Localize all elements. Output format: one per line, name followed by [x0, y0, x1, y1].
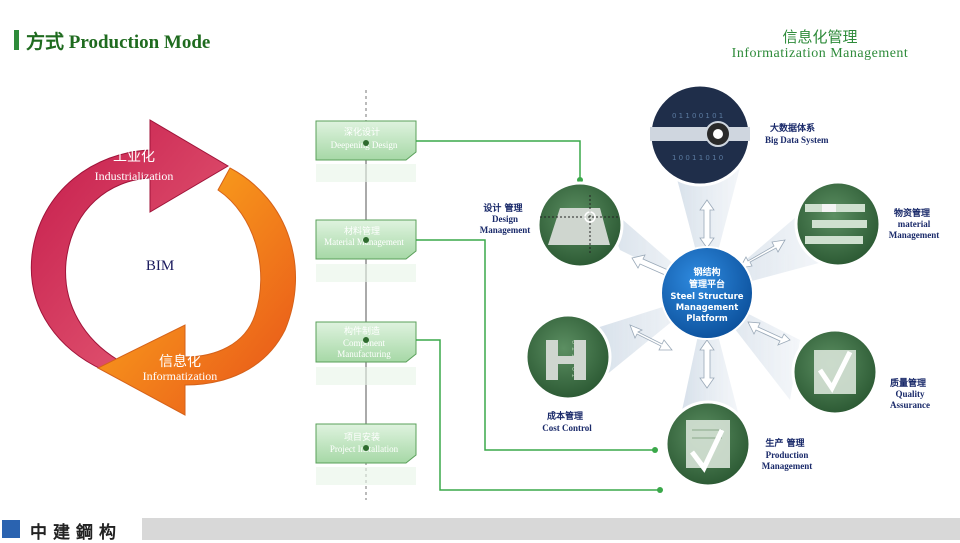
process-flow: 深化设计 Deepening Design 材料管理 Material Mana…	[315, 90, 417, 500]
flow-step-cn: 深化设计	[344, 126, 380, 138]
flow-step-en2: Manufacturing	[337, 349, 391, 359]
hub-label-en2: Management	[676, 303, 739, 313]
informatization-arrow	[96, 167, 296, 416]
connector-material	[416, 239, 655, 451]
design-cn: 设计 管理	[483, 202, 522, 214]
steel-beam-icon	[546, 340, 558, 380]
hub-label-en3: Platform	[686, 314, 728, 324]
title-accent-bar	[14, 30, 19, 50]
connector-dot	[577, 177, 583, 183]
cost-en: Cost Control	[542, 423, 592, 433]
industrialization-cn: 工业化	[113, 149, 155, 165]
flow-dot	[363, 445, 369, 451]
node-production	[664, 400, 752, 488]
page-title: 方式 Production Mode	[26, 32, 211, 53]
production-cn: 生产 管理	[765, 437, 804, 449]
quality-en2: Assurance	[890, 400, 930, 410]
info-management-en: Informatization Management	[731, 46, 909, 61]
footer-bar	[0, 518, 960, 540]
flow-dot	[363, 140, 369, 146]
bigdata-en: Big Data System	[765, 135, 829, 145]
cost-cn: 成本管理	[547, 410, 583, 422]
binary-pattern-icon: 0 1 1 0 0 1 0 1	[672, 112, 723, 120]
inventory-icon	[822, 204, 836, 212]
flow-dot	[363, 237, 369, 243]
quality-en: Quality	[895, 389, 925, 399]
flow-step-cn: 项目安装	[344, 431, 380, 443]
flow-step-cn: 构件制造	[344, 325, 380, 337]
node-design	[536, 181, 624, 269]
node-cost: 0 1 1 0 0 1	[524, 313, 612, 401]
informatization-cn: 信息化	[159, 353, 201, 370]
bim-label: BIM	[146, 258, 174, 274]
hub-label-cn1: 钢结构	[693, 266, 720, 278]
flow-step-material-management: 材料管理 Material Management	[315, 219, 417, 282]
production-en2: Management	[762, 461, 813, 471]
material-cn: 物资管理	[894, 207, 930, 219]
company-logo-text: 中建鋼构	[30, 523, 122, 543]
flow-dot	[363, 337, 369, 343]
industrialization-en: Industrialization	[95, 169, 174, 183]
quality-cn: 质量管理	[890, 377, 926, 389]
material-en2: Management	[889, 230, 940, 240]
design-en2: Management	[480, 225, 531, 235]
node-quality	[791, 328, 879, 416]
flow-step-cn: 材料管理	[344, 225, 380, 237]
document-check-icon	[690, 428, 725, 473]
flow-step-deepening-design: 深化设计 Deepening Design	[315, 120, 417, 182]
flow-step-en: Component	[343, 338, 385, 348]
platform-network: 钢结构 管理平台 Steel Structure Management Plat…	[480, 83, 940, 488]
flow-step-project-installation: 项目安装 Project Installation	[315, 423, 417, 485]
flow-connectors	[416, 140, 660, 491]
connector-design	[416, 140, 581, 180]
hub-circle	[660, 246, 754, 340]
production-en: Production	[766, 450, 809, 460]
company-logo-icon	[2, 520, 20, 538]
hub-label-cn2: 管理平台	[689, 278, 725, 290]
node-material	[794, 180, 882, 268]
informatization-en: Informatization	[143, 369, 218, 383]
node-big-data: 0 1 1 0 0 1 0 1 1 0 0 1 1 0 1 0	[648, 83, 752, 187]
design-en: Design	[492, 214, 518, 224]
info-management-cn: 信息化管理	[782, 28, 858, 46]
footer-logo-area	[0, 518, 142, 540]
checkmark-icon	[817, 350, 853, 393]
cycle-diagram: 工业化 Industrialization BIM 信息化 Informatiz…	[30, 119, 296, 416]
bigdata-cn: 大数据体系	[770, 122, 815, 134]
connector-dot	[652, 447, 658, 453]
connector-dot	[657, 487, 663, 493]
flow-step-component-manufacturing: 构件制造 Component Manufacturing	[315, 321, 417, 385]
connector-component	[416, 339, 660, 491]
svg-text:1 0 0 1 1 0 1 0: 1 0 0 1 1 0 1 0	[672, 154, 723, 162]
material-en: material	[898, 219, 931, 229]
hub-label-en1: Steel Structure	[670, 292, 743, 302]
